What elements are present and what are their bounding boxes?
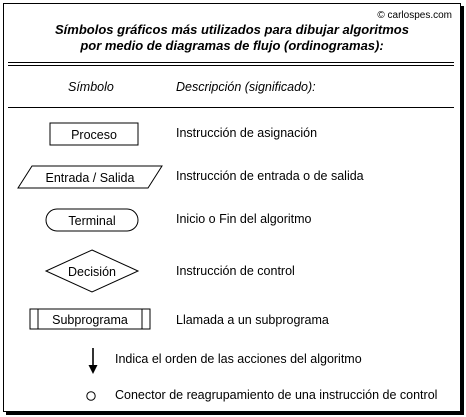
header-description: Descripción (significado):	[176, 80, 316, 94]
input-output-symbol: Entrada / Salida	[17, 165, 163, 189]
connector-description: Conector de reagrupamiento de una instru…	[115, 388, 438, 402]
input-output-description: Instrucción de entrada o de salida	[176, 169, 364, 183]
decision-symbol: Decisión	[44, 249, 140, 293]
flow-arrow-description: Indica el orden de las acciones del algo…	[115, 352, 362, 366]
subprogram-symbol: Subprograma	[29, 308, 151, 330]
header-symbol: Símbolo	[68, 80, 114, 94]
subprogram-description: Llamada a un subprograma	[176, 313, 329, 327]
terminal-symbol: Terminal	[45, 208, 139, 232]
process-symbol: Proceso	[49, 122, 139, 146]
divider-header	[8, 107, 454, 108]
input-output-symbol-label: Entrada / Salida	[46, 171, 135, 185]
process-description: Instrucción de asignación	[176, 126, 318, 140]
watermark: © carlospes.com	[377, 10, 452, 21]
process-symbol-label: Proceso	[71, 128, 117, 142]
decision-description: Instrucción de control	[176, 264, 295, 278]
connector-circle-icon	[86, 391, 96, 401]
title-line-2: por medio de diagramas de flujo (ordinog…	[80, 38, 384, 53]
divider-top	[8, 62, 454, 63]
flow-arrow-icon	[88, 348, 98, 374]
diagram-frame: © carlospes.com Símbolos gráficos más ut…	[3, 3, 461, 412]
terminal-description: Inicio o Fin del algoritmo	[176, 212, 312, 226]
title-line-1: Símbolos gráficos más utilizados para di…	[55, 22, 409, 37]
divider-top-double	[8, 65, 454, 66]
terminal-symbol-label: Terminal	[68, 214, 115, 228]
subprogram-symbol-label: Subprograma	[52, 313, 128, 327]
decision-symbol-label: Decisión	[68, 265, 116, 279]
